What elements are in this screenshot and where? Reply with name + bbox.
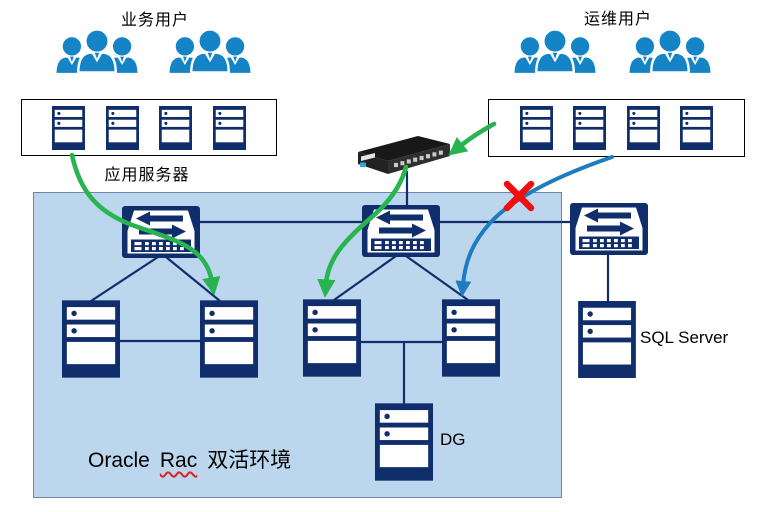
server-icon (159, 105, 192, 151)
user-group-icon (160, 27, 260, 83)
sql-server-label: SQL Server (640, 328, 729, 347)
server-icon (52, 105, 85, 151)
server-icon (520, 105, 553, 151)
oracle-caption-rac: Rac (159, 449, 198, 472)
sql-server-icon (578, 301, 636, 378)
user-group-icon (620, 27, 720, 83)
server-icon (106, 105, 139, 151)
app-server-caption: 应用服务器 (104, 167, 190, 184)
oracle-rac-node4 (442, 299, 500, 377)
oracle-caption-suffix: 双活环境 (207, 449, 292, 472)
ops-server-box (488, 99, 745, 157)
oracle-rac-node3 (303, 299, 361, 377)
server-icon (573, 105, 606, 151)
switch-icon-left (122, 206, 200, 258)
ops-users-label: 运维用户 (583, 11, 652, 28)
switch-icon-middle (362, 205, 440, 257)
dg-server-icon (375, 403, 433, 481)
user-group-icon (47, 27, 147, 83)
oracle-caption-prefix: Oracle (88, 449, 150, 472)
oracle-rac-node2 (200, 300, 258, 378)
network-appliance-icon (352, 131, 456, 179)
oracle-rac-node1 (62, 300, 120, 378)
server-icon (627, 105, 660, 151)
business-users-label: 业务用户 (120, 12, 189, 29)
app-server-box (21, 99, 277, 156)
user-group-icon (505, 27, 605, 83)
switch-icon-right (570, 203, 648, 255)
oracle-zone-caption: Oracle Rac 双活环境 (88, 444, 291, 474)
dg-label: DG (440, 430, 466, 449)
server-icon (680, 105, 713, 151)
server-icon (213, 105, 246, 151)
